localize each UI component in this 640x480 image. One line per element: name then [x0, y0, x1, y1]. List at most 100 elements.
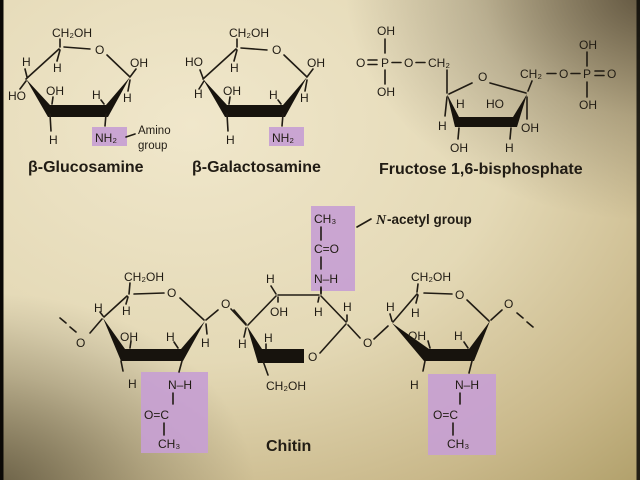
amino-group-callout: group	[138, 140, 167, 152]
atom-label: O	[356, 56, 365, 70]
bonds	[198, 38, 314, 132]
atom-label: H	[201, 336, 210, 350]
atom-label: H	[166, 330, 175, 344]
atom-label: H	[505, 141, 514, 155]
n-acetyl-group-label: -acetyl group	[387, 212, 472, 227]
ring1-bonds	[59, 282, 219, 436]
structure-title-chitin: Chitin	[266, 438, 311, 455]
atom-label: H	[269, 88, 278, 102]
chitin-structure: CH₃ C=O N–H N -acetyl group CH₂OH O H H …	[59, 206, 534, 455]
atom-label: OH	[223, 84, 241, 98]
atom-label: OH	[307, 56, 325, 70]
ring-front-edge	[26, 77, 130, 117]
atom-label: CH₂OH	[411, 270, 451, 284]
n-acetyl-highlight-box	[311, 206, 355, 291]
atom-label: OH	[521, 121, 539, 135]
atom-label: OH	[270, 305, 288, 319]
atom-label: OH	[130, 56, 148, 70]
nh2-highlight-label: NH₂	[272, 131, 294, 145]
atom-label: CH₂OH	[229, 26, 269, 40]
beta-galactosamine-structure: CH₂OH O OH HO H H OH H H H NH₂ β-Galacto…	[185, 26, 325, 176]
atom-label: HO	[185, 55, 203, 69]
atom-label: H	[438, 119, 447, 133]
nh2-highlight-label: NH₂	[95, 131, 117, 145]
atom-label: OH	[377, 85, 395, 99]
atom-label: H	[128, 377, 137, 391]
atom-label: OH	[579, 98, 597, 112]
ring-oxygen-label: O	[95, 43, 104, 57]
atom-label: CH₂	[428, 56, 450, 70]
nh2-highlight-box	[92, 127, 127, 146]
ring3-bonds	[389, 283, 534, 436]
n-acetyl-atom-label: O=C	[144, 408, 169, 422]
ring-front-edge	[203, 77, 307, 117]
atom-label: OH	[579, 38, 597, 52]
glycosidic-oxygen-label: O	[363, 336, 372, 350]
atom-label: H	[53, 61, 62, 75]
atom-label: OH	[120, 330, 138, 344]
nh2-highlight-box	[269, 127, 304, 146]
n-acetyl-group-label-n: N	[375, 213, 387, 228]
structure-title-glucosamine: β-Glucosamine	[28, 159, 144, 176]
atom-label: CH₂OH	[266, 379, 306, 393]
ring-oxygen-label: O	[478, 70, 487, 84]
n-acetyl-atom-label: CH₃	[447, 437, 469, 451]
glycosidic-oxygen-label: O	[76, 336, 85, 350]
atom-label: CH₂OH	[52, 26, 92, 40]
atom-label: O	[559, 67, 568, 81]
atom-label: H	[122, 304, 131, 318]
glycosidic-oxygen-label: O	[504, 297, 513, 311]
glycosidic-oxygen-label: O	[221, 297, 230, 311]
atom-label: H	[314, 305, 323, 319]
n-acetyl-atom-label: CH₃	[314, 212, 336, 226]
atom-label: OH	[408, 329, 426, 343]
phosphorus-label: P	[381, 56, 389, 70]
atom-label: OH	[46, 84, 64, 98]
atom-label: H	[266, 272, 275, 286]
atom-label: HO	[8, 89, 26, 103]
ring-front-edge	[447, 94, 527, 127]
atom-label: H	[454, 329, 463, 343]
atom-label: H	[49, 133, 58, 147]
atom-label: H	[411, 306, 420, 320]
left-edge-bar	[0, 0, 4, 480]
fructose-bisphosphate-structure: OH O P O CH₂ OH O H HO H OH H OH CH₂ O P…	[356, 24, 616, 178]
atom-label: H	[300, 91, 309, 105]
ring2-bonds	[230, 285, 389, 376]
phosphorus-label: P	[583, 67, 591, 81]
atom-label: H	[194, 87, 203, 101]
atom-label: H	[264, 331, 273, 345]
n-acetyl-atom-label: N–H	[314, 272, 338, 286]
atom-label: H	[92, 88, 101, 102]
atom-label: H	[94, 301, 103, 315]
atom-label: OH	[377, 24, 395, 38]
structure-title-fructose: Fructose 1,6-bisphosphate	[379, 161, 583, 178]
structure-title-galactosamine: β-Galactosamine	[192, 159, 321, 176]
right-edge-bar	[636, 0, 640, 480]
ring-oxygen-label: O	[167, 286, 176, 300]
atom-label: HO	[486, 97, 504, 111]
ring-oxygen-label: O	[308, 350, 317, 364]
amino-group-callout: Amino	[138, 125, 171, 137]
n-acetyl-atom-label: N–H	[455, 378, 479, 392]
atom-label: H	[238, 337, 247, 351]
atom-label: H	[226, 133, 235, 147]
bonds	[367, 38, 605, 140]
beta-glucosamine-structure: CH₂OH O OH H H HO OH H H H NH₂ Amino gro…	[8, 26, 171, 176]
n-acetyl-atom-label: N–H	[168, 378, 192, 392]
n-acetyl-atom-label: CH₃	[158, 437, 180, 451]
ring-oxygen-label: O	[272, 43, 281, 57]
atom-label: OH	[450, 141, 468, 155]
atom-label: H	[22, 55, 31, 69]
n-acetyl-atom-label: O=C	[433, 408, 458, 422]
ring-front-edges	[103, 318, 490, 363]
atom-label: H	[386, 300, 395, 314]
n-acetyl-bonds	[320, 218, 372, 295]
atom-label: O	[404, 56, 413, 70]
atom-label: H	[123, 91, 132, 105]
atom-label: O	[607, 67, 616, 81]
bonds	[19, 38, 137, 138]
atom-label: H	[410, 378, 419, 392]
